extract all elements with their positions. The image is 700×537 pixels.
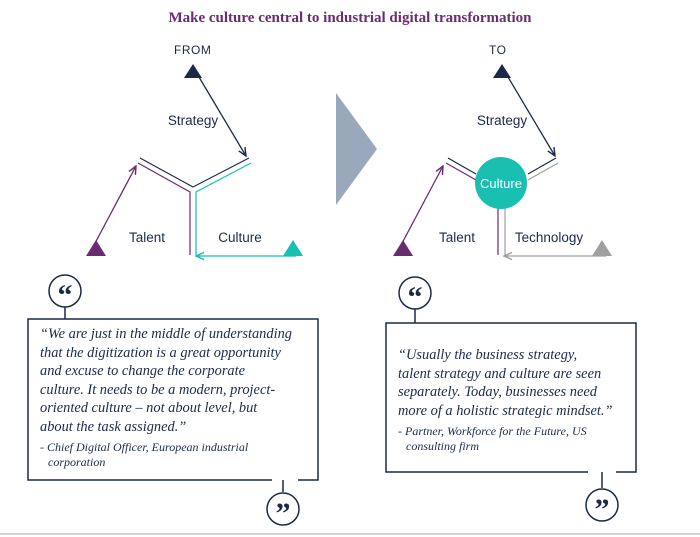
quote-2: “Usually the business strategy, talent s… bbox=[398, 346, 613, 454]
talent-corner-marker bbox=[393, 240, 413, 256]
strategy-divider-right bbox=[527, 157, 557, 175]
quote-1-attribution: - Chief Digital Officer, European indust… bbox=[40, 440, 249, 454]
strategy-to-culture-arrow bbox=[195, 71, 246, 156]
technology-divider bbox=[527, 162, 559, 181]
quote-1-line: that the digitization is a great opportu… bbox=[40, 344, 281, 361]
quote-box-1-frame bbox=[27, 318, 272, 481]
from-strategy-label: Strategy bbox=[168, 113, 219, 128]
to-strategy-label: Strategy bbox=[477, 113, 528, 128]
quote-1-line: oriented culture – not about level, but bbox=[40, 400, 258, 416]
talent-to-strategy-arrow bbox=[92, 166, 136, 248]
quote-2-line: separately. Today, businesses need bbox=[398, 384, 597, 400]
from-talent-label: Talent bbox=[129, 230, 165, 245]
strategy-corner-marker bbox=[493, 64, 511, 78]
close-quote-icon: ” bbox=[266, 492, 300, 530]
page-title: Make culture central to industrial digit… bbox=[168, 10, 532, 26]
bottom-divider bbox=[0, 533, 700, 535]
technology-corner-marker bbox=[592, 240, 612, 256]
quote-box-2-frame bbox=[385, 322, 588, 473]
quote-box-1: “ ” bbox=[27, 274, 319, 530]
to-header: TO bbox=[489, 43, 507, 57]
svg-text:“: “ bbox=[58, 279, 73, 312]
svg-text:“: “ bbox=[408, 281, 423, 314]
quote-2-line: talent strategy and culture are seen bbox=[398, 365, 602, 382]
from-header: FROM bbox=[174, 43, 212, 57]
strategy-corner-marker bbox=[184, 64, 202, 78]
strategy-to-technology-arrow bbox=[504, 71, 555, 156]
to-triangle: Culture Strategy Talent Technology bbox=[393, 64, 612, 256]
quote-1-line: culture. It needs to be a modern, projec… bbox=[40, 381, 276, 398]
talent-corner-marker bbox=[86, 240, 106, 256]
svg-text:”: ” bbox=[595, 493, 610, 526]
talent-divider bbox=[137, 162, 191, 255]
quote-2-attribution-cont: consulting firm bbox=[406, 439, 480, 453]
culture-corner-marker bbox=[283, 240, 303, 256]
close-quote-icon: ” bbox=[585, 488, 619, 526]
talent-divider bbox=[445, 162, 477, 181]
culture-center-circle bbox=[475, 157, 527, 209]
open-quote-icon: “ bbox=[398, 276, 432, 314]
quote-1-attribution-cont: corporation bbox=[48, 455, 106, 469]
from-triangle: Strategy Talent Culture bbox=[86, 64, 303, 256]
quote-1-line: “We are just in the middle of understand… bbox=[40, 326, 292, 342]
from-culture-label: Culture bbox=[218, 230, 262, 245]
culture-divider bbox=[195, 162, 252, 255]
quote-2-attribution: - Partner, Workforce for the Future, US bbox=[398, 424, 587, 438]
strategy-divider bbox=[139, 157, 250, 188]
to-culture-label: Culture bbox=[480, 176, 522, 191]
transition-arrow-icon bbox=[336, 93, 377, 205]
quote-1-line: and excuse to change the corporate bbox=[40, 363, 246, 379]
to-talent-label: Talent bbox=[439, 230, 475, 245]
strategy-divider-left bbox=[447, 157, 477, 175]
quote-1: “We are just in the middle of understand… bbox=[40, 325, 292, 470]
talent-to-strategy-arrow bbox=[399, 166, 443, 248]
quote-1-line: about the task assigned.” bbox=[40, 418, 187, 435]
quote-2-line: “Usually the business strategy, bbox=[398, 347, 578, 363]
quote-box-2: “ ” bbox=[385, 276, 637, 526]
to-technology-label: Technology bbox=[515, 230, 584, 245]
svg-text:”: ” bbox=[276, 497, 291, 530]
open-quote-icon: “ bbox=[48, 274, 82, 312]
quote-2-line: more of a holistic strategic mindset.” bbox=[398, 402, 613, 419]
